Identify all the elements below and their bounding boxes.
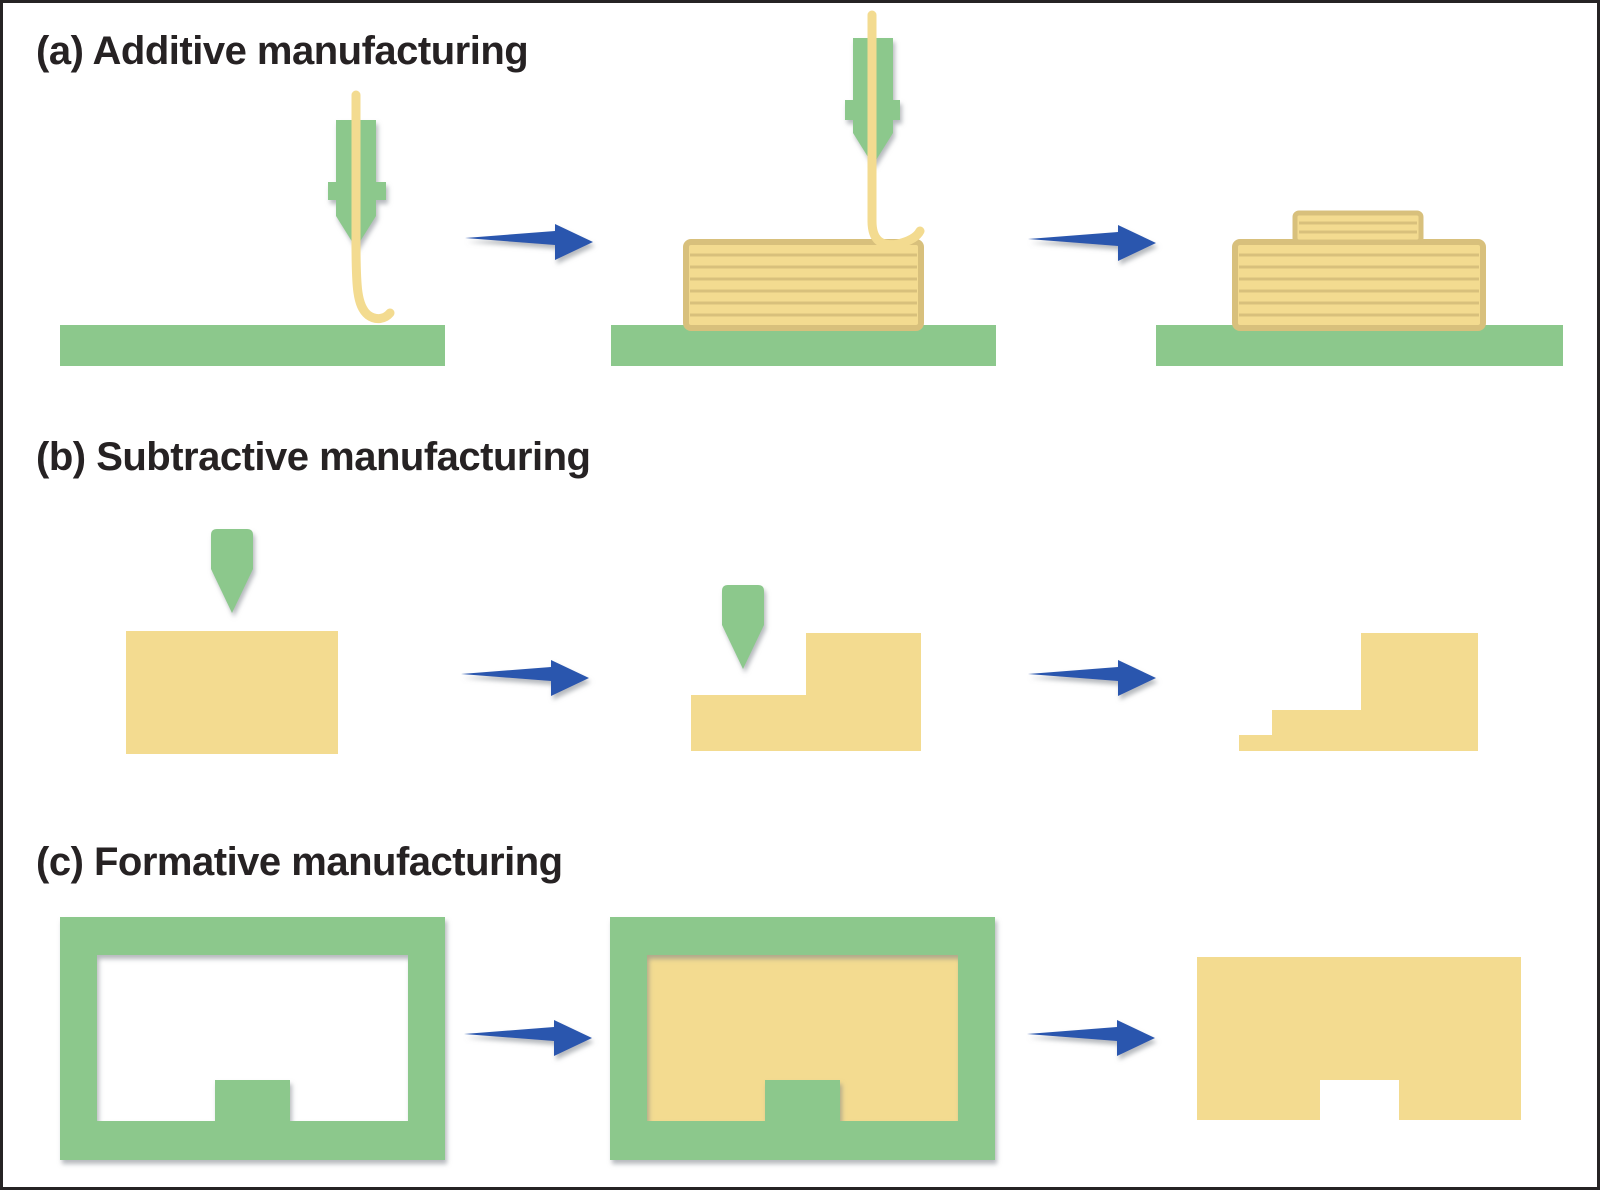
filament-strand (351, 90, 395, 324)
diagram-canvas (60, 10, 1563, 1160)
section-title-additive: (a) Additive manufacturing (36, 29, 529, 73)
layered-part (683, 239, 924, 331)
process-arrow-icon (1028, 225, 1156, 261)
stage-formative-1 (60, 917, 445, 1160)
process-arrow-icon (464, 1020, 592, 1056)
stage-subtractive-1 (126, 529, 338, 754)
layer-lines (1299, 221, 1417, 234)
mold-frame (60, 917, 445, 1160)
build-platform (611, 325, 996, 366)
process-arrow-icon (465, 224, 593, 260)
layer-lines (690, 253, 917, 317)
machined-part-step (691, 633, 921, 751)
stock-block (126, 631, 338, 754)
section-title-subtractive: (b) Subtractive manufacturing (36, 435, 591, 479)
stage-formative-2 (610, 917, 995, 1160)
stage-subtractive-2 (691, 585, 921, 751)
stage-formative-3 (1197, 957, 1521, 1120)
milling-tool-icon (722, 585, 764, 669)
build-platform (60, 325, 445, 366)
process-arrow-icon (461, 660, 589, 696)
molded-part (1197, 957, 1521, 1120)
build-platform (1156, 325, 1563, 366)
process-arrow-icon (1028, 660, 1156, 696)
layer-lines (1239, 253, 1479, 317)
row-additive-graphics (60, 10, 1563, 366)
section-title-formative: (c) Formative manufacturing (36, 840, 563, 884)
molded-material (647, 955, 958, 1121)
row-formative-graphics (60, 917, 1521, 1160)
machined-part-staircase (1239, 633, 1478, 751)
filament-strand (867, 10, 925, 250)
process-arrow-icon (1027, 1020, 1155, 1056)
stage-subtractive-3 (1239, 633, 1478, 751)
stage-additive-2 (611, 10, 996, 366)
layered-part-top (1292, 210, 1424, 245)
stage-additive-1 (60, 90, 445, 366)
milling-tool-icon (211, 529, 253, 613)
stage-additive-3 (1156, 210, 1563, 366)
row-subtractive-graphics (126, 529, 1478, 754)
